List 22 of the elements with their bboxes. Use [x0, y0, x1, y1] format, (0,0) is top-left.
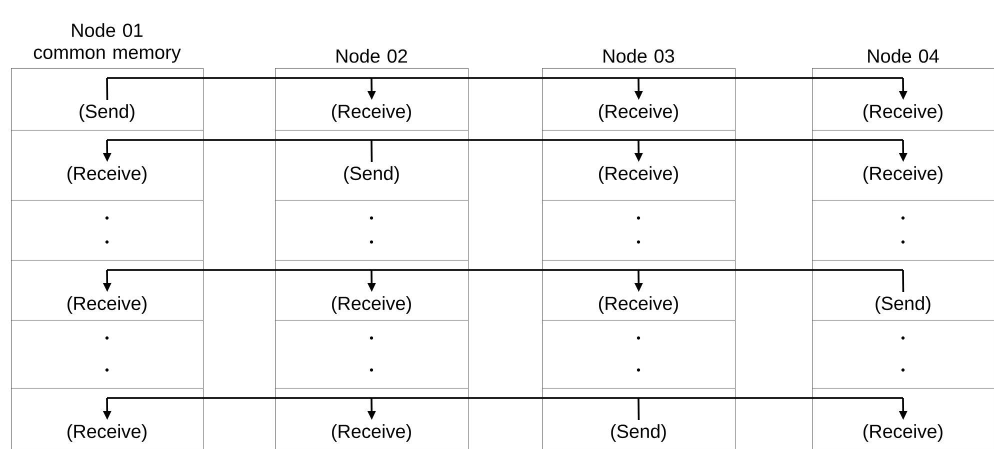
node-label: Node 01 common memory: [34, 23, 181, 63]
memory-cell: [542, 200, 736, 260]
memory-cell: [275, 320, 468, 388]
memory-cell: [11, 200, 204, 260]
memory-cell: (Receive): [275, 260, 468, 320]
arrow: [106, 77, 908, 101]
node-label: Node 04: [868, 48, 939, 63]
memory-cell: (Receive): [11, 130, 204, 200]
node-label: Node 03: [604, 48, 674, 63]
memory-cell: (Receive): [275, 68, 468, 130]
memory-cell: [275, 200, 468, 260]
memory-cell: (Send): [812, 260, 994, 320]
memory-cell: [11, 320, 204, 388]
memory-cell: (Receive): [542, 130, 736, 200]
memory-cell: (Receive): [542, 260, 736, 320]
memory-cell: (Receive): [542, 68, 736, 130]
memory-cell: [542, 320, 736, 388]
node-label: Node 02: [336, 48, 407, 63]
memory-cell: (Send): [11, 68, 204, 130]
memory-cell: (Send): [542, 388, 736, 449]
memory-cell: (Receive): [11, 260, 204, 320]
memory-cell: (Send): [275, 130, 468, 200]
